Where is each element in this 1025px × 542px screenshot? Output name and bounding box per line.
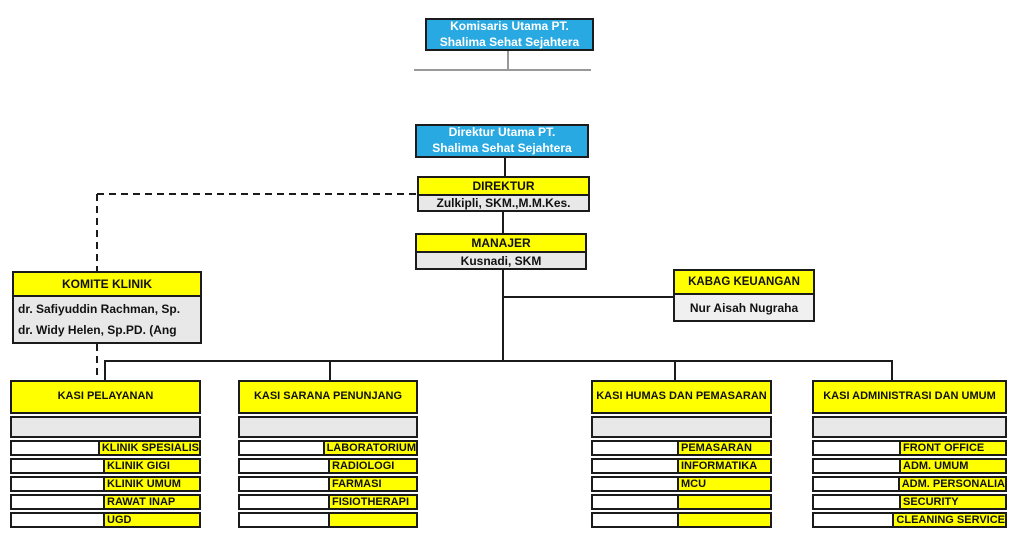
komite-klinik-box: KOMITE KLINIK dr. Safiyuddin Rachman, Sp… <box>12 271 202 344</box>
komite-klinik-member2: dr. Widy Helen, Sp.PD. (Ang <box>18 322 177 337</box>
kabag-keuangan-title: KABAG KEUANGAN <box>675 271 813 295</box>
dept-pelayanan-row: UGD <box>10 512 201 528</box>
dept-item-label: LABORATORIUM <box>324 441 416 454</box>
dept-item-label: UGD <box>105 514 199 526</box>
dept-item-label: FISIOTHERAPI <box>330 496 416 508</box>
dept-humas-pemasaran: KASI HUMAS DAN PEMASARAN PEMASARAN INFOR… <box>591 380 772 528</box>
manajer-box: MANAJER Kusnadi, SKM <box>415 233 587 270</box>
kabag-keuangan-name: Nur Aisah Nugraha <box>675 295 813 320</box>
row-left-cell <box>593 478 679 490</box>
dept-admin-staff-row <box>812 416 1007 438</box>
dept-admin-row: ADM. UMUM <box>812 458 1007 474</box>
row-left-cell <box>240 496 330 508</box>
dept-sarana-row: LABORATORIUM <box>238 440 418 456</box>
dept-item-label: KLINIK GIGI <box>105 460 199 472</box>
dept-admin-row: SECURITY <box>812 494 1007 510</box>
direktur-utama-line2: Shalima Sehat Sejahtera <box>432 141 572 155</box>
dept-sarana-row: RADIOLOGI <box>238 458 418 474</box>
dept-pelayanan-row: KLINIK UMUM <box>10 476 201 492</box>
direktur-utama-line1: Direktur Utama PT. <box>448 125 556 140</box>
dept-item-label: INFORMATIKA <box>679 460 770 472</box>
kabag-keuangan-box: KABAG KEUANGAN Nur Aisah Nugraha <box>673 269 815 322</box>
row-left-cell <box>12 460 105 472</box>
direktur-utama-box: Direktur Utama PT. Shalima Sehat Sejahte… <box>415 124 589 158</box>
komisaris-utama-box: Komisaris Utama PT. Shalima Sehat Sejaht… <box>425 18 594 51</box>
dept-pelayanan-row: KLINIK GIGI <box>10 458 201 474</box>
row-left-cell <box>240 514 330 526</box>
dept-item-label: PEMASARAN <box>679 442 770 454</box>
dept-humas-staff-row <box>591 416 772 438</box>
dept-pelayanan-staff-row <box>10 416 201 438</box>
row-left-cell <box>12 496 105 508</box>
dept-sarana-title: KASI SARANA PENUNJANG <box>238 380 418 414</box>
dept-item-label: SECURITY <box>901 496 1005 508</box>
dept-item-label: ADM. PERSONALIA <box>899 477 1005 490</box>
dept-humas-row: PEMASARAN <box>591 440 772 456</box>
row-left-cell <box>593 514 679 526</box>
manajer-title: MANAJER <box>417 235 585 253</box>
direktur-name: Zulkipli, SKM.,M.M.Kes. <box>419 196 588 210</box>
dept-item-label <box>330 514 416 526</box>
row-left-cell <box>593 460 679 472</box>
komite-klinik-member1: dr. Safiyuddin Rachman, Sp. <box>18 302 181 317</box>
dept-sarana-row <box>238 512 418 528</box>
dept-item-label: FARMASI <box>330 478 416 490</box>
row-left-cell <box>814 460 901 472</box>
row-left-cell <box>593 496 679 508</box>
row-left-cell <box>12 442 100 454</box>
komisaris-utama-line1: Komisaris Utama PT. <box>450 18 569 33</box>
dept-admin-row: ADM. PERSONALIA <box>812 476 1007 492</box>
dept-pelayanan-row: RAWAT INAP <box>10 494 201 510</box>
dept-item-label <box>679 514 770 526</box>
dept-pelayanan: KASI PELAYANAN KLINIK SPESIALIS KLINIK G… <box>10 380 201 528</box>
direktur-box: DIREKTUR Zulkipli, SKM.,M.M.Kes. <box>417 176 590 212</box>
dept-sarana-row: FISIOTHERAPI <box>238 494 418 510</box>
dept-administrasi-umum: KASI ADMINISTRASI DAN UMUM FRONT OFFICE … <box>812 380 1007 528</box>
row-left-cell <box>240 442 325 454</box>
dept-humas-row <box>591 512 772 528</box>
komite-klinik-title: KOMITE KLINIK <box>14 273 200 297</box>
row-left-cell <box>814 442 901 454</box>
dept-item-label: FRONT OFFICE <box>901 442 1005 454</box>
dept-admin-row: CLEANING SERVICE <box>812 512 1007 528</box>
komisaris-utama-line2: Shalima Sehat Sejahtera <box>439 34 580 49</box>
dept-humas-row <box>591 494 772 510</box>
dept-item-label: CLEANING SERVICE <box>894 513 1005 526</box>
row-left-cell <box>814 514 895 526</box>
direktur-title: DIREKTUR <box>419 178 588 196</box>
dept-item-label: MCU <box>679 478 770 490</box>
row-left-cell <box>814 496 901 508</box>
dept-item-label: RADIOLOGI <box>330 460 416 472</box>
dept-admin-title: KASI ADMINISTRASI DAN UMUM <box>812 380 1007 414</box>
row-left-cell <box>12 478 105 490</box>
row-left-cell <box>814 478 900 490</box>
dept-pelayanan-title: KASI PELAYANAN <box>10 380 201 414</box>
dept-item-label: ADM. UMUM <box>901 460 1005 472</box>
dept-item-label: KLINIK UMUM <box>105 478 199 490</box>
dept-sarana-row: FARMASI <box>238 476 418 492</box>
dept-humas-title: KASI HUMAS DAN PEMASARAN <box>591 380 772 414</box>
row-left-cell <box>240 478 330 490</box>
dept-humas-row: MCU <box>591 476 772 492</box>
dept-admin-row: FRONT OFFICE <box>812 440 1007 456</box>
row-left-cell <box>593 442 679 454</box>
row-left-cell <box>240 460 330 472</box>
dept-sarana-penunjang: KASI SARANA PENUNJANG LABORATORIUM RADIO… <box>238 380 418 528</box>
dept-item-label: RAWAT INAP <box>105 496 199 508</box>
dept-pelayanan-row: KLINIK SPESIALIS <box>10 440 201 456</box>
manajer-name: Kusnadi, SKM <box>417 253 585 268</box>
dept-item-label: KLINIK SPESIALIS <box>99 441 199 454</box>
dept-item-label <box>679 496 770 508</box>
row-left-cell <box>12 514 105 526</box>
dept-sarana-staff-row <box>238 416 418 438</box>
dept-humas-row: INFORMATIKA <box>591 458 772 474</box>
komite-klinik-members: dr. Safiyuddin Rachman, Sp. dr. Widy Hel… <box>14 297 200 342</box>
